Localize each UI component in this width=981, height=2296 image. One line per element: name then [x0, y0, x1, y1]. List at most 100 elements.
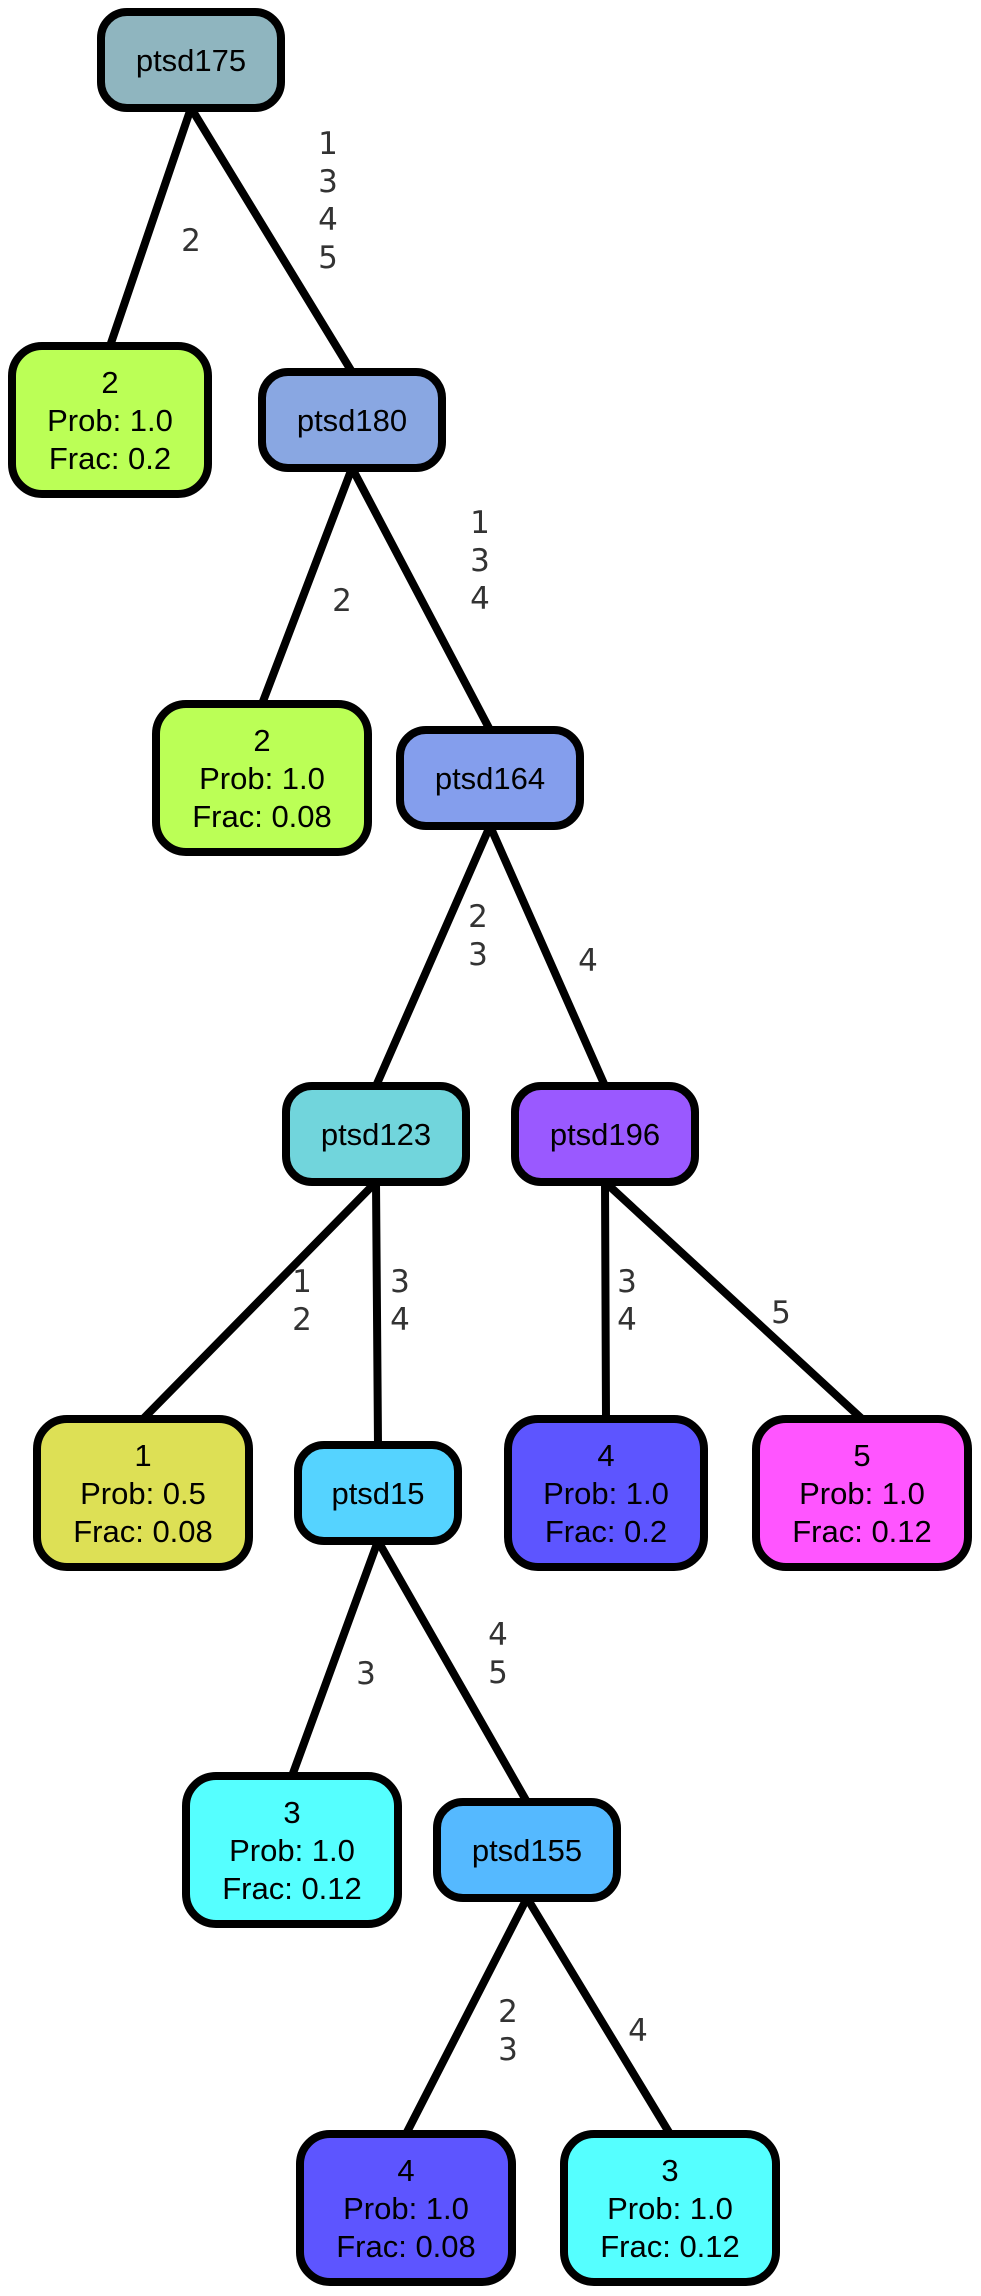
- node-box: [33, 1415, 253, 1571]
- edge-label: 2: [332, 583, 352, 619]
- node-box: [8, 342, 212, 498]
- edge-label: 1: [292, 1264, 312, 1300]
- node-class: 5: [853, 1438, 870, 1473]
- node-prob: Prob: 0.5: [80, 1476, 206, 1511]
- node-prob: Prob: 1.0: [47, 403, 173, 438]
- edge-label: 4: [318, 202, 338, 238]
- edge-label: 4: [628, 2013, 648, 2049]
- node-name: ptsd15: [331, 1476, 424, 1511]
- edge-label: 3: [470, 543, 490, 579]
- node-frac: Frac: 0.2: [49, 441, 171, 476]
- node-prob: Prob: 1.0: [607, 2191, 733, 2226]
- edge-label: 2: [181, 223, 201, 259]
- node-frac: Frac: 0.12: [600, 2229, 740, 2264]
- edge-label: 2: [498, 1994, 518, 2030]
- edge-ptsd196-to-leaf_e: [601, 1178, 866, 1423]
- node-ptsd155: ptsd155: [433, 1798, 621, 1902]
- edge-ptsd164-to-ptsd123: [372, 822, 494, 1090]
- node-frac: Frac: 0.08: [73, 1514, 213, 1549]
- edge-ptsd175-to-ptsd180: [187, 104, 356, 376]
- node-prob: Prob: 1.0: [543, 1476, 669, 1511]
- edge-ptsd180-to-leaf_b: [258, 464, 356, 708]
- edge-label: 3: [356, 1656, 376, 1692]
- edge-label: 5: [488, 1655, 508, 1691]
- node-ptsd180: ptsd180: [258, 368, 446, 472]
- edge-label: 3: [390, 1264, 410, 1300]
- node-box: [258, 368, 446, 472]
- node-box: [296, 2130, 516, 2286]
- node-box: [97, 8, 285, 112]
- node-class: 1: [134, 1438, 151, 1473]
- node-ptsd15: ptsd15: [294, 1441, 462, 1545]
- edge-label: 4: [488, 1617, 508, 1653]
- node-frac: Frac: 0.08: [192, 799, 332, 834]
- edge-label: 4: [617, 1302, 637, 1338]
- edge-label: 3: [318, 164, 338, 200]
- node-box: [182, 1772, 402, 1928]
- node-class: 3: [661, 2153, 678, 2188]
- node-class: 4: [597, 1438, 614, 1473]
- node-frac: Frac: 0.2: [545, 1514, 667, 1549]
- edge-label: 3: [498, 2032, 518, 2068]
- edge-ptsd15-to-leaf_f: [288, 1537, 382, 1780]
- node-prob: Prob: 1.0: [799, 1476, 925, 1511]
- edge-label: 3: [468, 937, 488, 973]
- edge-label: 5: [318, 240, 338, 276]
- node-ptsd123: ptsd123: [282, 1082, 470, 1186]
- edge-ptsd155-to-leaf_g: [402, 1894, 531, 2138]
- node-ptsd175: ptsd175: [97, 8, 285, 112]
- edge-ptsd196-to-leaf_d: [601, 1178, 610, 1423]
- edge-label: 4: [578, 943, 598, 979]
- node-box: [396, 726, 584, 830]
- node-prob: Prob: 1.0: [229, 1833, 355, 1868]
- node-ptsd196: ptsd196: [511, 1082, 699, 1186]
- node-prob: Prob: 1.0: [343, 2191, 469, 2226]
- node-box: [504, 1415, 708, 1571]
- edge-label: 2: [468, 899, 488, 935]
- edge-ptsd175-to-leaf_a: [106, 104, 195, 350]
- edge-label: 4: [390, 1302, 410, 1338]
- node-ptsd164: ptsd164: [396, 726, 584, 830]
- edge-label: 4: [470, 581, 490, 617]
- edge-label: 2: [292, 1302, 312, 1338]
- node-box: [433, 1798, 621, 1902]
- node-frac: Frac: 0.12: [792, 1514, 932, 1549]
- node-box: [511, 1082, 699, 1186]
- node-name: ptsd180: [297, 403, 407, 438]
- edges-layer: [106, 104, 866, 2138]
- edge-label: 5: [771, 1295, 791, 1331]
- edge-label: 1: [318, 126, 338, 162]
- node-box: [560, 2130, 780, 2286]
- node-name: ptsd164: [435, 761, 545, 796]
- node-box: [294, 1441, 462, 1545]
- node-class: 2: [253, 723, 270, 758]
- edge-ptsd155-to-leaf_h: [523, 1894, 674, 2138]
- node-class: 3: [283, 1795, 300, 1830]
- node-frac: Frac: 0.12: [222, 1871, 362, 1906]
- node-frac: Frac: 0.08: [336, 2229, 476, 2264]
- node-name: ptsd175: [136, 43, 246, 78]
- node-box: [752, 1415, 972, 1571]
- edge-label: 1: [470, 505, 490, 541]
- edge-ptsd123-to-leaf_c: [139, 1178, 380, 1423]
- node-prob: Prob: 1.0: [199, 761, 325, 796]
- edge-ptsd123-to-ptsd15: [372, 1178, 382, 1449]
- edge-ptsd15-to-ptsd155: [374, 1537, 531, 1806]
- node-name: ptsd196: [550, 1117, 660, 1152]
- edge-label: 3: [617, 1264, 637, 1300]
- node-class: 4: [397, 2153, 414, 2188]
- edge-ptsd180-to-ptsd164: [348, 464, 494, 734]
- node-box: [282, 1082, 470, 1186]
- node-class: 2: [101, 365, 118, 400]
